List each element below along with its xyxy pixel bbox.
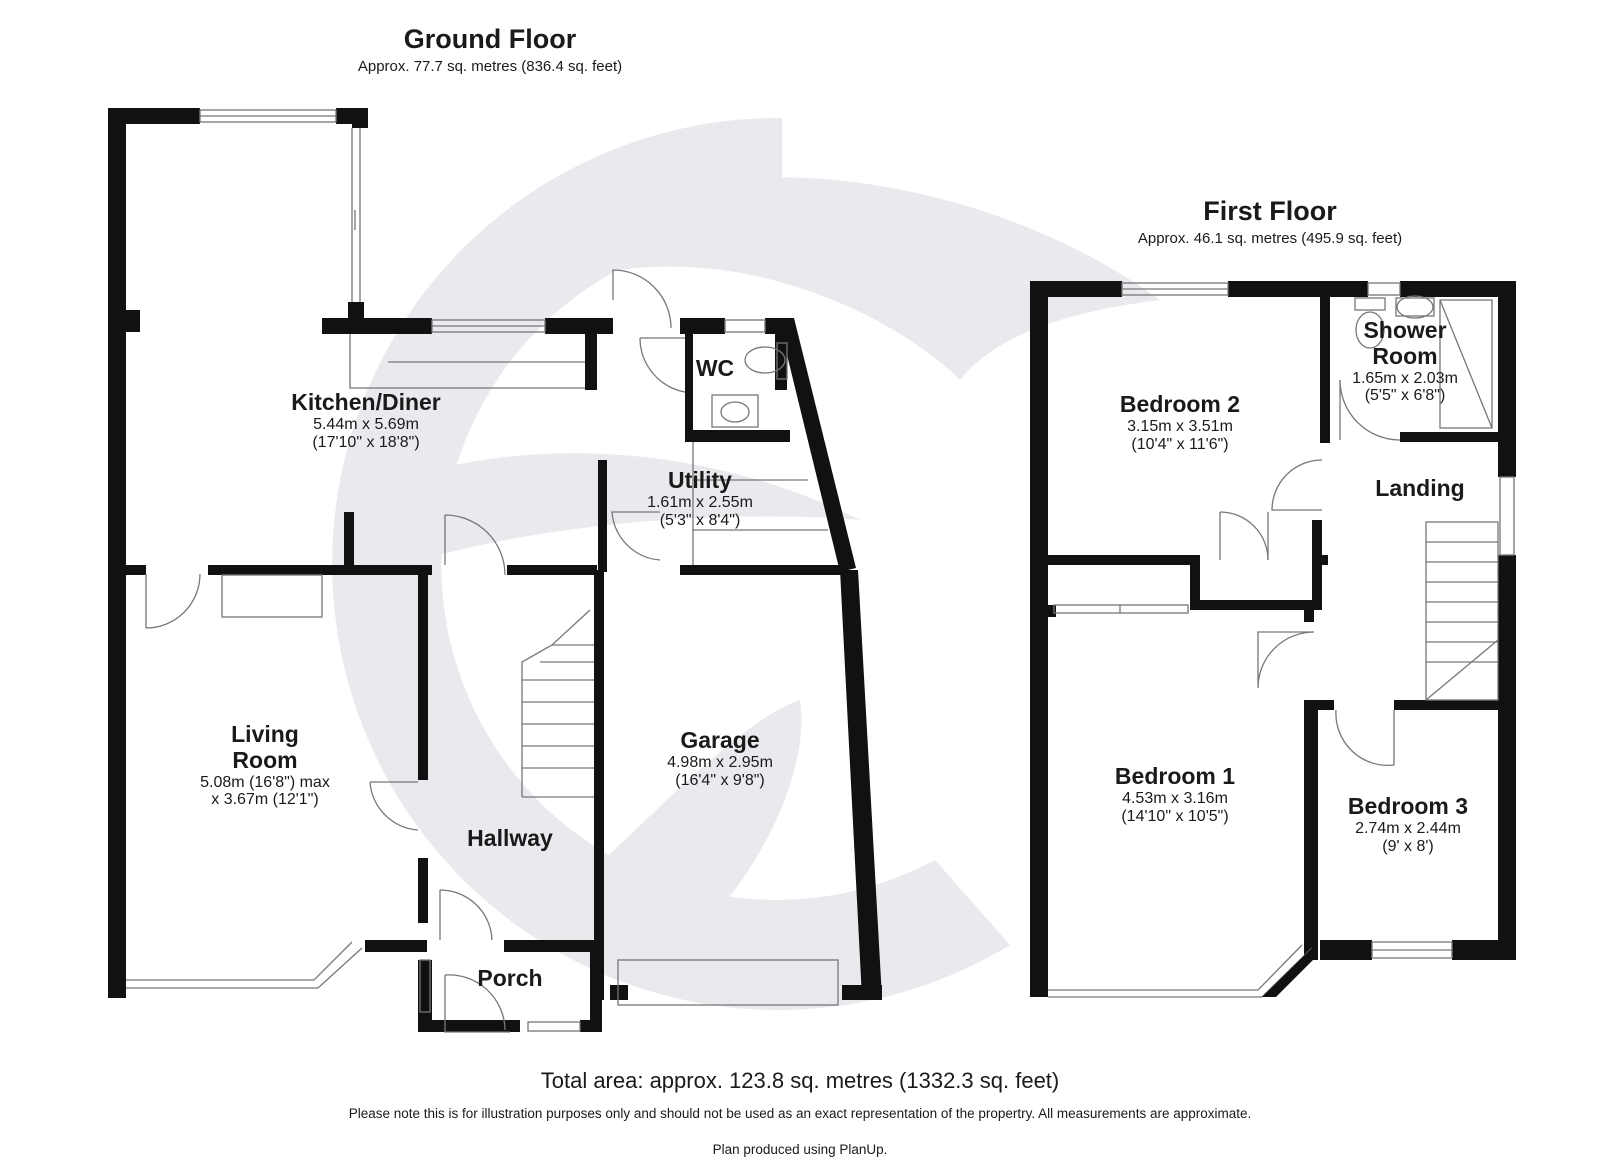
- door-swing-icon: [369, 781, 419, 831]
- room-label-bedroom-3: Bedroom 3 2.74m x 2.44m (9' x 8'): [1318, 793, 1498, 856]
- room-name: Landing: [1375, 475, 1465, 501]
- room-name: Bedroom 1: [1114, 763, 1236, 789]
- room-dimensions-imperial: (17'10" x 18'8"): [312, 433, 420, 451]
- room-dimensions-metric: 3.15m x 3.51m: [1127, 417, 1233, 435]
- door-swing-icon: [439, 889, 493, 941]
- first-floor-fixtures: [1030, 282, 1515, 998]
- room-name: Kitchen/Diner: [291, 389, 441, 415]
- room-name: Shower: [1363, 317, 1447, 343]
- door-swing-icon: [1339, 379, 1401, 441]
- room-dimensions-metric: 2.74m x 2.44m: [1355, 819, 1461, 837]
- first-floor-area: Approx. 46.1 sq. metres (495.9 sq. feet): [1137, 230, 1403, 247]
- total-area: Total area: approx. 123.8 sq. metres (13…: [540, 1068, 1060, 1093]
- room-dimensions-imperial: (5'3" x 8'4"): [659, 511, 741, 529]
- window-icon: [1499, 476, 1515, 556]
- room-label-bedroom-2: Bedroom 2 3.15m x 3.51m (10'4" x 11'6"): [1080, 391, 1280, 454]
- basin-icon: [711, 394, 759, 428]
- window-icon: [419, 959, 431, 1013]
- room-name-line2: Room: [1372, 342, 1438, 369]
- room-name: WC: [695, 355, 735, 381]
- ground-floor-area: Approx. 77.7 sq. metres (836.4 sq. feet): [357, 58, 623, 75]
- room-label-utility: Utility 1.61m x 2.55m (5'3" x 8'4"): [600, 467, 800, 530]
- disclaimer-note: Please note this is for illustration pur…: [348, 1106, 1252, 1121]
- room-dimensions-metric: 5.08m (16'8") max: [200, 773, 330, 791]
- room-dimensions-metric: 5.44m x 5.69m: [313, 415, 419, 433]
- room-dimensions-imperial: (14'10" x 10'5"): [1121, 807, 1229, 825]
- room-dimensions-imperial: (5'5" x 6'8"): [1364, 387, 1446, 405]
- window-icon: [1367, 282, 1401, 296]
- room-name: Bedroom 3: [1347, 793, 1469, 819]
- ground-floor-fixtures: [126, 109, 839, 1033]
- staircase-icon: [521, 609, 594, 798]
- door-swing-icon: [145, 573, 201, 629]
- room-name: Living: [231, 721, 299, 747]
- door-swing-icon: [1335, 709, 1395, 767]
- room-dimensions-metric: 4.98m x 2.95m: [667, 753, 773, 771]
- room-dimensions-metric: 1.65m x 2.03m: [1352, 369, 1458, 387]
- room-dimensions-imperial: (16'4" x 9'8"): [675, 771, 765, 789]
- toilet-icon: [1355, 311, 1385, 349]
- staircase-icon: [1425, 521, 1499, 701]
- room-dimensions-imperial: (9' x 8'): [1382, 837, 1434, 855]
- door-swing-icon: [1219, 511, 1269, 561]
- room-label-kitchen-diner: Kitchen/Diner 5.44m x 5.69m (17'10" x 18…: [216, 389, 516, 452]
- room-name: Garage: [680, 727, 760, 753]
- room-dimensions-imperial: x 3.67m (12'1"): [211, 791, 319, 809]
- ground-floor-title: Ground Floor: [403, 24, 577, 54]
- shower-tray-icon: [1439, 299, 1493, 429]
- door-swing-icon: [611, 511, 661, 561]
- room-label-porch: Porch: [450, 965, 570, 992]
- room-name: Porch: [477, 965, 543, 991]
- first-floor-walls: [1030, 281, 1516, 997]
- room-label-hallway: Hallway: [440, 825, 580, 852]
- door-swing-icon: [1271, 459, 1323, 511]
- window-icon: [724, 319, 766, 333]
- door-swing-icon: [444, 514, 506, 576]
- room-dimensions-imperial: (10'4" x 11'6"): [1131, 435, 1229, 453]
- room-label-garage: Garage 4.98m x 2.95m (16'4" x 9'8"): [620, 727, 820, 790]
- room-name: Hallway: [467, 825, 553, 851]
- room-label-wc: WC: [680, 355, 750, 382]
- room-name: Bedroom 2: [1119, 391, 1241, 417]
- room-dimensions-metric: 1.61m x 2.55m: [647, 493, 753, 511]
- door-swing-icon: [639, 337, 686, 393]
- basin-icon: [1396, 295, 1434, 319]
- ground-floor-walls: [108, 108, 882, 1032]
- toilet-icon: [744, 346, 786, 374]
- window-icon: [527, 1021, 581, 1032]
- window-icon: [126, 947, 363, 989]
- room-dimensions-metric: 4.53m x 3.16m: [1122, 789, 1228, 807]
- room-label-landing: Landing: [1350, 475, 1490, 502]
- door-swing-icon: [612, 269, 672, 329]
- first-floor-title: First Floor: [1203, 196, 1337, 226]
- room-label-bedroom-1: Bedroom 1 4.53m x 3.16m (14'10" x 10'5"): [1070, 763, 1280, 826]
- room-name: Utility: [668, 467, 732, 493]
- room-label-shower-room: Shower Room 1.65m x 2.03m (5'5" x 6'8"): [1330, 317, 1480, 405]
- door-swing-icon: [444, 974, 510, 1033]
- room-label-living-room: Living Room 5.08m (16'8") max x 3.67m (1…: [150, 721, 380, 809]
- plan-credit: Plan produced using PlanUp.: [712, 1142, 888, 1157]
- room-name-line2: Room: [232, 746, 298, 773]
